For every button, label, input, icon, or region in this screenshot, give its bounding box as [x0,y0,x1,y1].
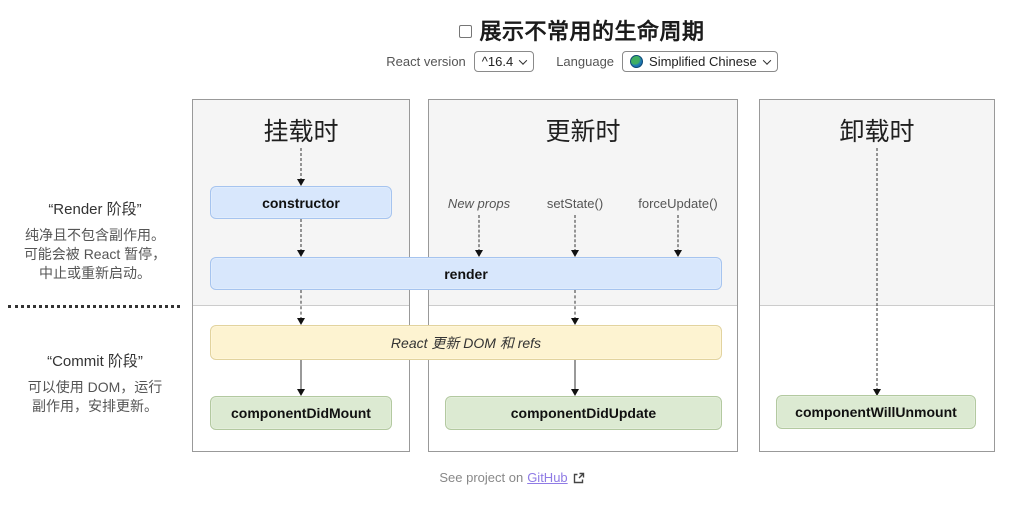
render-phase-line: 可能会被 React 暂停， [23,246,167,262]
arrow-unmount-to-willunmount [871,148,883,396]
arrow-line [574,215,576,252]
react-version-value: ^16.4 [481,54,514,69]
commit-phase-line: 可以使用 DOM，运行 [27,379,163,395]
chevron-down-icon [762,55,771,65]
arrow-domupdate-to-didupdate [569,360,581,396]
language-value: Simplified Chinese [649,54,757,69]
react-version-select[interactable]: ^16.4 [473,51,535,72]
arrow-domupdate-to-didmount [295,360,307,396]
trigger-setstate: setState() [546,196,604,211]
componentdidupdate-box[interactable]: componentDidUpdate [445,396,722,430]
arrow-head-icon [571,250,579,257]
phase-divider [8,305,180,308]
react-updates-dom-box: React 更新 DOM 和 refs [210,325,722,360]
column-mounting-header: 挂载时 [263,118,339,146]
arrow-head-icon [571,318,579,325]
commit-phase-title: “Commit 阶段” [47,353,143,370]
arrow-line [876,148,878,391]
arrow-head-icon [571,389,579,396]
language-label: Language [556,54,615,69]
show-less-common-checkbox[interactable] [459,25,473,38]
footer-text: See project on [439,470,524,485]
commit-phase-line: 副作用，安排更新。 [32,398,158,414]
arrow-line [300,148,302,181]
trigger-forceupdate: forceUpdate() [638,196,718,211]
arrow-head-icon [674,250,682,257]
language-select[interactable]: Simplified Chinese [622,51,778,72]
render-phase-title: “Render 阶段” [48,201,142,218]
arrow-mount-to-constructor [295,148,307,186]
arrow-forceupdate-to-render [672,215,684,257]
column-updating-header: 更新时 [545,118,621,146]
controls-bar: React version ^16.4 Language Simplified … [140,51,1024,72]
arrow-head-icon [475,250,483,257]
render-phase-note: “Render 阶段” 纯净且不包含副作用。 可能会被 React 暂停， 中止… [0,198,190,283]
render-box[interactable]: render [210,257,722,290]
render-phase-line: 中止或重新启动。 [39,265,151,281]
arrow-render-to-domupdate-mount [295,290,307,325]
arrow-head-icon [297,318,305,325]
arrow-head-icon [297,179,305,186]
arrow-line [574,290,576,320]
column-unmounting-header: 卸载时 [839,118,915,146]
arrow-render-to-domupdate-update [569,290,581,325]
arrow-head-icon [873,389,881,396]
react-version-label: React version [386,54,466,69]
github-link[interactable]: GitHub [527,470,568,485]
componentwillunmount-box[interactable]: componentWillUnmount [776,395,976,429]
arrow-line [300,360,302,391]
arrow-line [677,215,679,252]
chevron-down-icon [518,55,528,65]
render-phase-line: 纯净且不包含副作用。 [25,227,165,243]
arrow-line [300,290,302,320]
arrow-newprops-to-render [473,215,485,257]
footer: See project on GitHub [0,470,1024,485]
arrow-constructor-to-render [295,219,307,257]
external-link-icon [573,472,585,484]
page-title[interactable]: 展示不常用的生命周期 [479,19,705,44]
arrow-head-icon [297,250,305,257]
commit-phase-note: “Commit 阶段” 可以使用 DOM，运行 副作用，安排更新。 [0,350,190,416]
arrow-setstate-to-render [569,215,581,257]
constructor-box[interactable]: constructor [210,186,392,219]
arrow-line [300,219,302,252]
trigger-new-props: New props [447,196,511,211]
arrow-head-icon [297,389,305,396]
arrow-line [478,215,480,252]
title-row: 展示不常用的生命周期 [140,14,1024,46]
componentdidmount-box[interactable]: componentDidMount [210,396,392,430]
globe-icon [630,55,644,68]
arrow-line [574,360,576,391]
